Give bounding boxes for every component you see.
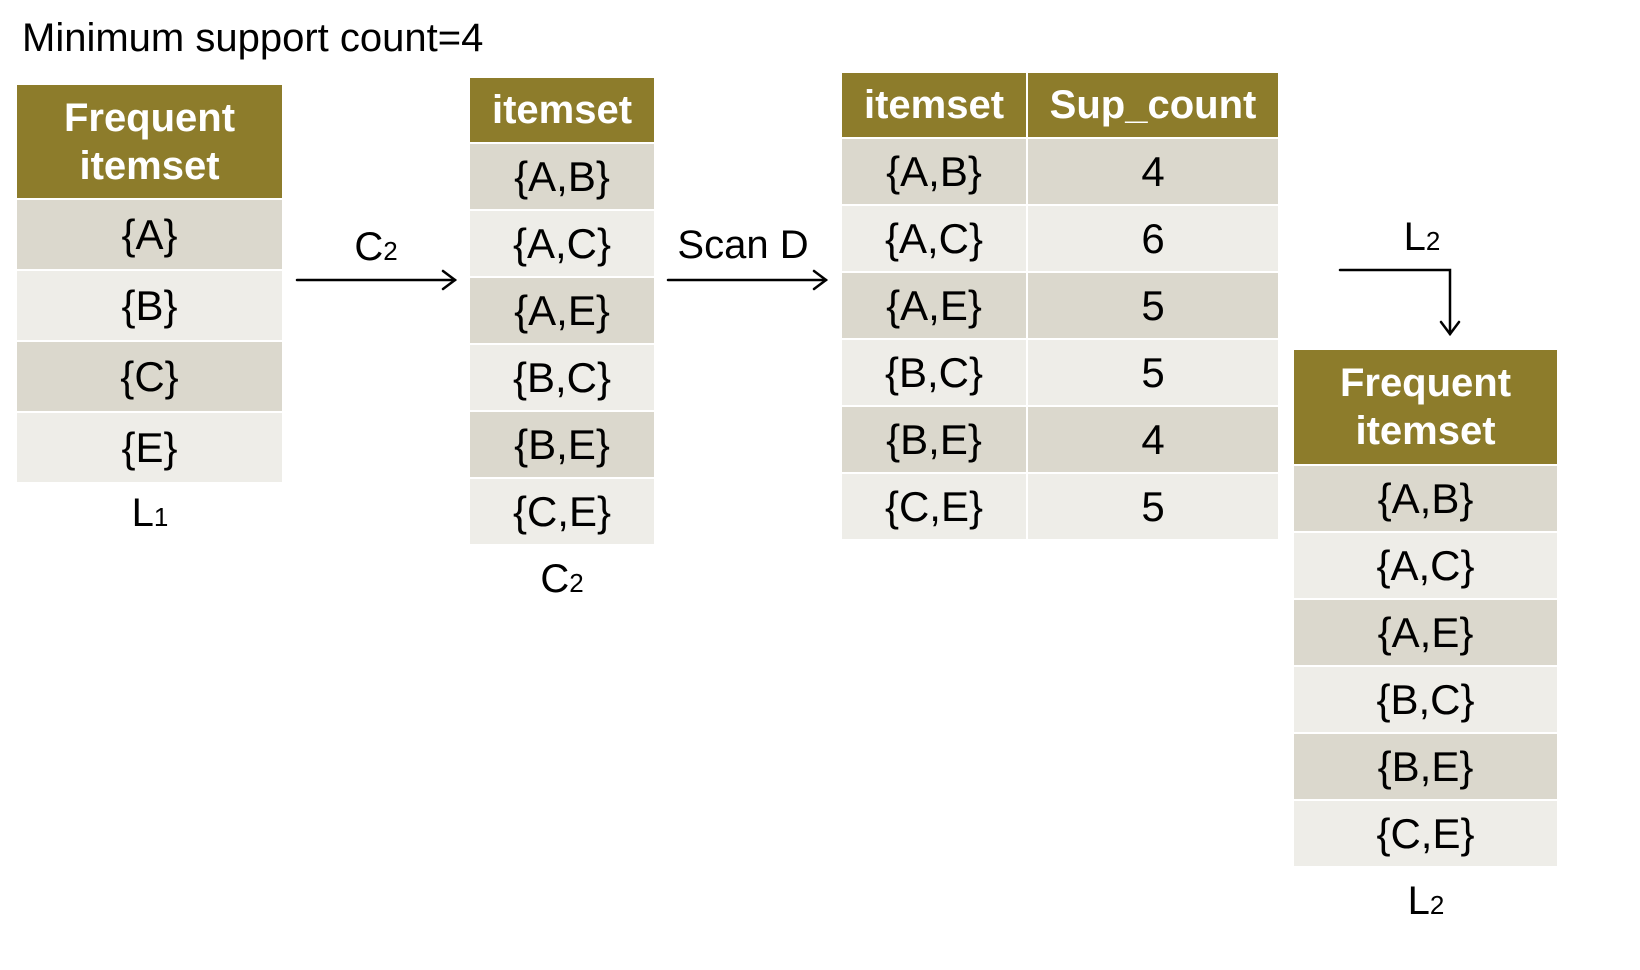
table-row: {A,E} <box>1294 598 1557 665</box>
l2-cell: {B,E} <box>1294 732 1557 799</box>
l1-cell: {C} <box>17 340 282 411</box>
c2-table: itemset {A,B} {A,C} {A,E} {B,C} {B,E} {C… <box>470 78 654 544</box>
arrow-c2-label: C2 <box>326 224 426 274</box>
c2-cell: {C,E} <box>470 477 654 544</box>
table-row: {A,B} <box>1294 464 1557 531</box>
l1-table: Frequent itemset {A} {B} {C} {E} <box>17 85 282 482</box>
c2-caption-main: C <box>540 557 570 601</box>
table-row: {B,C} <box>1294 665 1557 732</box>
table-row: {A,E}5 <box>842 271 1278 338</box>
table-row: {A,C}6 <box>842 204 1278 271</box>
c2-cell: {B,C} <box>470 343 654 410</box>
arrow-l2-main: L <box>1403 215 1426 259</box>
count-value-cell: 5 <box>1026 472 1278 539</box>
arrow-c2-sub: 2 <box>383 236 398 266</box>
l1-caption-main: L <box>131 491 154 535</box>
table-row: {B} <box>17 269 282 340</box>
table-row: {A,C} <box>470 209 654 276</box>
l2-cell: {C,E} <box>1294 799 1557 866</box>
count-value-cell: 6 <box>1026 204 1278 271</box>
l2-caption-main: L <box>1407 879 1430 923</box>
c2-cell: {B,E} <box>470 410 654 477</box>
table-row: {B,E} <box>470 410 654 477</box>
l2-caption-sub: 2 <box>1429 890 1445 920</box>
arrow-c2-main: C <box>354 225 384 269</box>
table-row: {A} <box>17 198 282 269</box>
table-row: {C,E} <box>470 477 654 544</box>
l2-cell: {A,E} <box>1294 598 1557 665</box>
table-row: {A,C} <box>1294 531 1557 598</box>
c2-caption: C2 <box>512 556 612 606</box>
count-table: itemset Sup_count {A,B}4 {A,C}6 {A,E}5 {… <box>842 73 1278 539</box>
l2-cell: {A,C} <box>1294 531 1557 598</box>
table-row: {A,B} <box>470 142 654 209</box>
l1-cell: {A} <box>17 198 282 269</box>
table-row: {C,E}5 <box>842 472 1278 539</box>
l1-caption: L1 <box>100 490 200 540</box>
l2-cell: {A,B} <box>1294 464 1557 531</box>
c2-cell: {A,E} <box>470 276 654 343</box>
table-row: {B,C}5 <box>842 338 1278 405</box>
l2-caption: L2 <box>1376 878 1476 928</box>
count-itemset-cell: {B,E} <box>842 405 1026 472</box>
scan-d-label: Scan D <box>677 223 809 267</box>
table-row: {B,E} <box>1294 732 1557 799</box>
l1-cell: {E} <box>17 411 282 482</box>
count-value-cell: 4 <box>1026 137 1278 204</box>
count-itemset-cell: {B,C} <box>842 338 1026 405</box>
table-row: {C} <box>17 340 282 411</box>
count-value-cell: 4 <box>1026 405 1278 472</box>
l1-cell: {B} <box>17 269 282 340</box>
arrow-count-to-l2 <box>1338 268 1461 337</box>
l2-cell: {B,C} <box>1294 665 1557 732</box>
arrow-c2-to-count <box>666 269 829 291</box>
count-itemset-cell: {A,E} <box>842 271 1026 338</box>
l1-caption-sub: 1 <box>153 502 169 532</box>
table-row: {B,C} <box>470 343 654 410</box>
count-itemset-cell: {C,E} <box>842 472 1026 539</box>
count-header-supcount: Sup_count <box>1026 73 1278 137</box>
table-row: {B,E}4 <box>842 405 1278 472</box>
count-value-cell: 5 <box>1026 271 1278 338</box>
arrow-l1-to-c2 <box>295 269 458 291</box>
c2-cell: {A,C} <box>470 209 654 276</box>
count-itemset-cell: {A,B} <box>842 137 1026 204</box>
arrow-l2-label: L2 <box>1372 214 1472 264</box>
c2-cell: {A,B} <box>470 142 654 209</box>
l2-table: Frequent itemset {A,B} {A,C} {A,E} {B,C}… <box>1294 350 1557 866</box>
count-itemset-cell: {A,C} <box>842 204 1026 271</box>
c2-caption-sub: 2 <box>569 568 584 598</box>
table-row: {A,E} <box>470 276 654 343</box>
min-support-title: Minimum support count=4 <box>22 16 484 60</box>
count-header-itemset: itemset <box>842 73 1026 137</box>
table-row: {E} <box>17 411 282 482</box>
table-row: {A,B}4 <box>842 137 1278 204</box>
arrow-l2-sub: 2 <box>1425 226 1441 256</box>
l1-header: Frequent itemset <box>17 85 282 198</box>
l2-header: Frequent itemset <box>1294 350 1557 464</box>
c2-header: itemset <box>470 78 654 142</box>
count-value-cell: 5 <box>1026 338 1278 405</box>
table-row: {C,E} <box>1294 799 1557 866</box>
